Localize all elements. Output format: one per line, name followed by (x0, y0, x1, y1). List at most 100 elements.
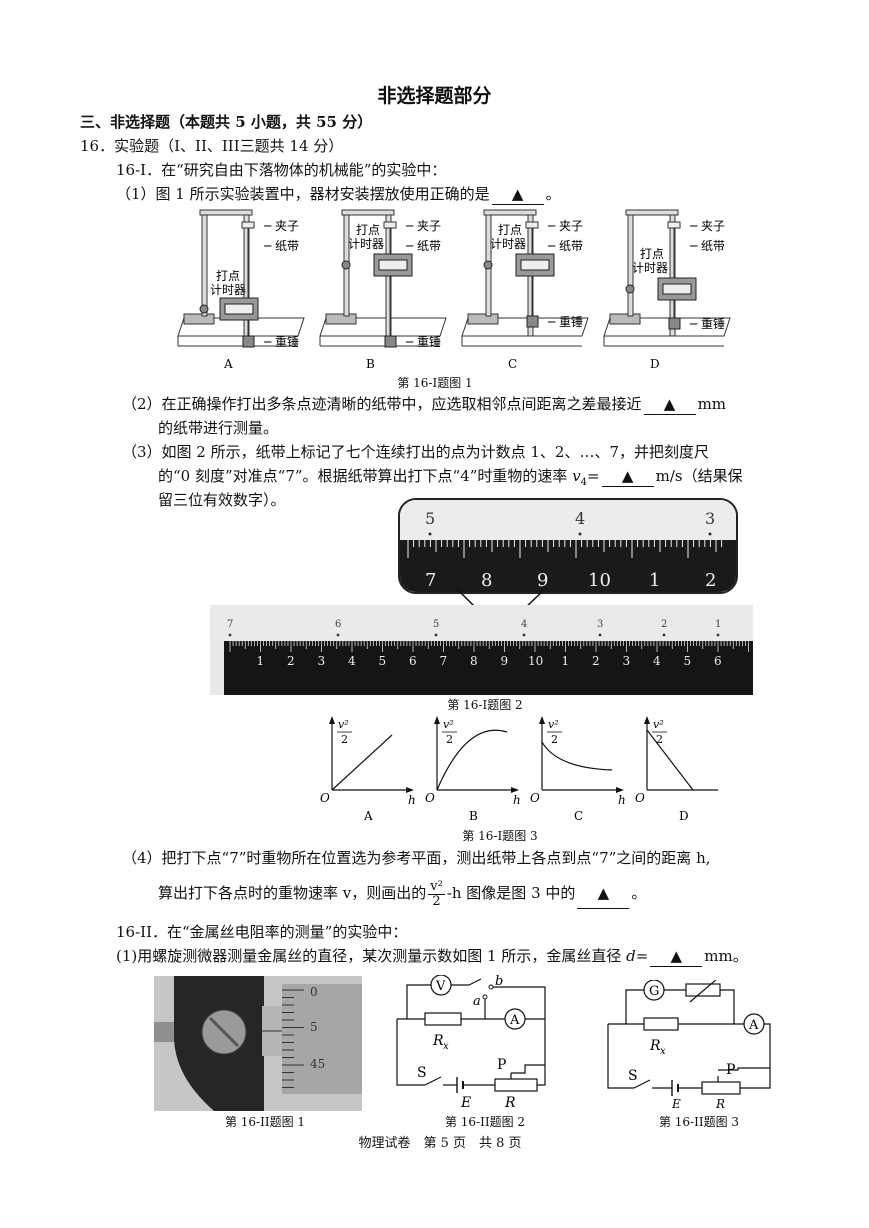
zoom-point-label: 3 (705, 509, 715, 528)
switch-s (424, 1076, 442, 1086)
thimble-label: 5 (310, 1020, 318, 1034)
terminal-a (482, 994, 488, 1000)
top-bar (625, 209, 679, 216)
ruler-tick-label: 7 (440, 654, 448, 668)
clip (383, 221, 397, 229)
ruler-tick-label: 6 (714, 654, 722, 668)
wire (740, 1023, 771, 1089)
label-s: S (628, 1068, 638, 1084)
label-rx: R (432, 1033, 444, 1049)
table-top (603, 317, 731, 337)
q16-1-part3-text: 的“0 刻度”对准点“7”。根据纸带算出打下点“4”时重物的速率 (158, 467, 573, 485)
zoom-tape (400, 500, 736, 540)
section-heading: 三、非选择题（本题共 5 小题，共 55 分） (80, 113, 373, 131)
switch-s (633, 1079, 651, 1089)
stand-base (467, 313, 499, 325)
x-axis-label: h (618, 793, 626, 807)
clip (241, 221, 255, 229)
label-tape: ─ 纸带 (405, 239, 441, 253)
timer-inner (520, 259, 550, 271)
stand-base (325, 313, 357, 325)
stand-pole (201, 211, 208, 317)
tape-point-dot (228, 633, 232, 637)
answer-blank[interactable]: ▲ (650, 946, 703, 967)
tape-point-dot (522, 633, 526, 637)
graph-d: v²2OhD (635, 716, 718, 823)
label-e: E (460, 1095, 471, 1111)
ruler-tick-label: 6 (409, 654, 417, 668)
ruler-tick-label: 1 (257, 654, 265, 668)
zoom-tick-label: 2 (705, 570, 716, 591)
x-axis-arrow (406, 787, 414, 793)
label-tape: ─ 纸带 (263, 239, 299, 253)
answer-blank[interactable]: ▲ (601, 466, 654, 487)
resistor-rx (643, 1017, 679, 1031)
zoom-point-dot (578, 532, 582, 536)
table-top (319, 317, 447, 337)
label-p: P (497, 1057, 506, 1073)
x-axis-arrow (511, 787, 519, 793)
ammeter-label: A (748, 1018, 759, 1033)
thimble (282, 984, 362, 1094)
ruler-tick-label: 2 (287, 654, 295, 668)
figure-16-2-caption: 第 16-I题图 2 (447, 698, 523, 712)
label-clip: ─ 夹子 (405, 219, 441, 233)
variable-resistor (685, 983, 721, 997)
wire (718, 1067, 770, 1071)
figure-16-1-caption: 第 16-I题图 1 (397, 376, 473, 390)
answer-blank[interactable]: ▲ (577, 878, 630, 909)
timer-inner (378, 259, 408, 271)
boss-clamp (341, 260, 351, 270)
wire (493, 986, 546, 1019)
label-tape: ─ 纸带 (547, 239, 583, 253)
answer-blank[interactable]: ▲ (643, 394, 696, 415)
unit-mm: mm。 (704, 947, 748, 965)
q16-1-part1-text: （1）图 1 所示实验装置中，器材安装摆放使用正确的是 (116, 185, 490, 203)
y-label-numerator: v² (338, 718, 349, 731)
x-axis-label: h (408, 793, 416, 807)
tape-point-dot (662, 633, 666, 637)
ruler-tick-label: 9 (501, 654, 509, 668)
boss-clamp (625, 284, 635, 294)
rheostat (701, 1081, 741, 1095)
lock-slot (208, 1016, 240, 1048)
graph-curve (436, 729, 508, 791)
question-16-heading: 16．实验题（I、II、III三题共 14 分） (80, 137, 344, 155)
label-tape: ─ 纸带 (689, 239, 725, 253)
zoom-tick-label: 10 (588, 570, 611, 591)
table-top (461, 317, 589, 337)
ruler-tick-label: 5 (379, 654, 387, 668)
ammeter-label: A (509, 1013, 520, 1028)
ruler-body (224, 641, 753, 695)
zoom-point-dot (708, 532, 712, 536)
tape-point-dot (716, 633, 720, 637)
tape-point-label: 7 (227, 619, 233, 630)
label-timer: 计时器 (210, 283, 246, 297)
top-bar (483, 209, 537, 216)
voltmeter-label: V (435, 979, 446, 994)
graph-option-label: C (574, 809, 583, 823)
ruler-tick-label: 4 (348, 654, 356, 668)
weight (668, 317, 681, 330)
ruler-tick-label: 10 (528, 654, 543, 668)
boss-clamp (483, 260, 493, 270)
wire (396, 1019, 425, 1086)
origin-label: O (425, 791, 435, 805)
fraction-denominator: 2 (432, 893, 441, 909)
thimble-label: 45 (310, 1057, 325, 1071)
boss-clamp (199, 304, 209, 314)
var-v: v (572, 467, 581, 485)
answer-blank[interactable]: ▲ (491, 184, 544, 205)
galvanometer-label: G (649, 984, 659, 999)
y-axis-arrow (644, 716, 650, 724)
rheostat (494, 1078, 538, 1092)
y-axis-arrow (329, 716, 335, 724)
label-timer: 计时器 (348, 237, 384, 251)
